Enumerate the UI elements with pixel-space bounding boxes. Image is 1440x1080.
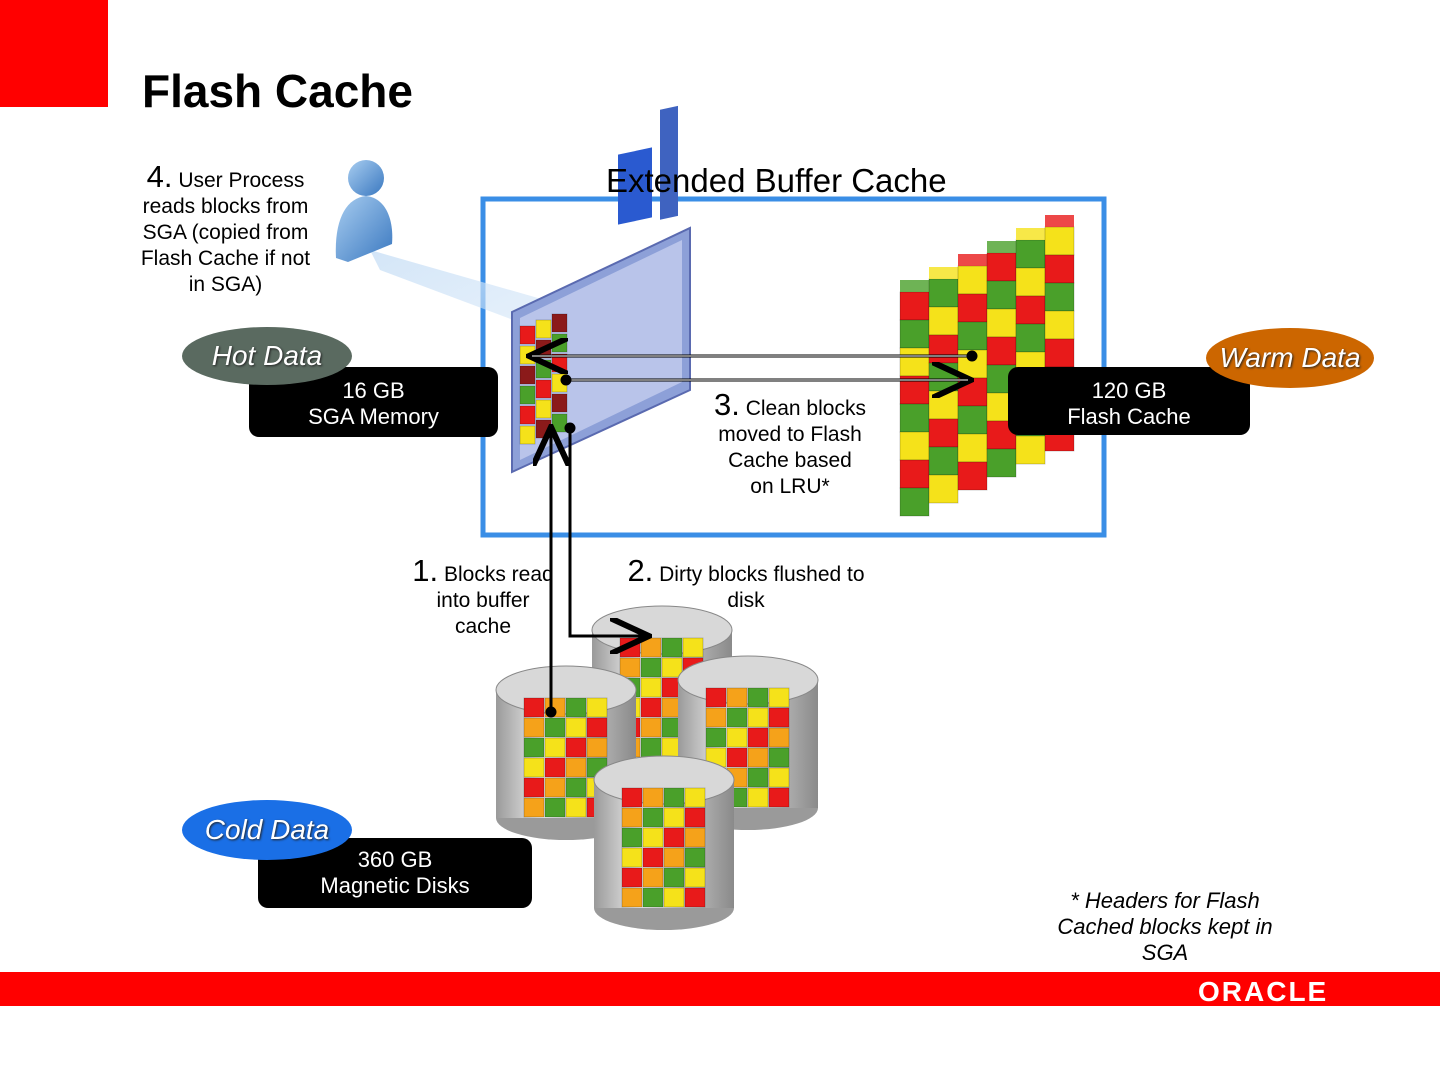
user-process-icon (335, 160, 393, 262)
brand-corner-square (0, 0, 108, 107)
step-1-text: 1. Blocks read into buffer cache (412, 553, 554, 638)
slide-title: Flash Cache (142, 65, 413, 117)
footer-bar (0, 972, 1440, 1006)
step-3-text: 3. Clean blocks moved to Flash Cache bas… (714, 387, 866, 498)
sga-memory-box (249, 367, 498, 437)
step-4-text: 4. User Process reads blocks from SGA (c… (140, 159, 311, 296)
cold-data-label: Cold Data (204, 814, 330, 845)
user-read-beam (370, 250, 545, 330)
data-flow-arrows (532, 352, 978, 718)
disk-cylinder (593, 755, 735, 930)
sga-memory-board (511, 105, 691, 474)
step-2-text: 2. Dirty blocks flushed to disk (627, 553, 865, 612)
flash-cache-box (1008, 367, 1250, 435)
oracle-logo: ORACLE (1198, 976, 1329, 1007)
warm-data-label: Warm Data (1219, 342, 1361, 373)
footnote: * Headers for Flash Cached blocks kept i… (1057, 888, 1273, 965)
warm-data-oval (1206, 328, 1374, 388)
flash-cache-block-wall (899, 215, 1075, 517)
magnetic-disks (495, 605, 819, 930)
magnetic-disks-box (258, 838, 532, 908)
hot-data-oval (182, 327, 352, 385)
cold-data-oval (182, 800, 352, 860)
extended-buffer-cache-label: Extended Buffer Cache (606, 162, 947, 199)
disk-cylinder (495, 665, 637, 840)
hot-data-label: Hot Data (211, 340, 323, 371)
sga-to-disk-arrow (568, 428, 646, 636)
